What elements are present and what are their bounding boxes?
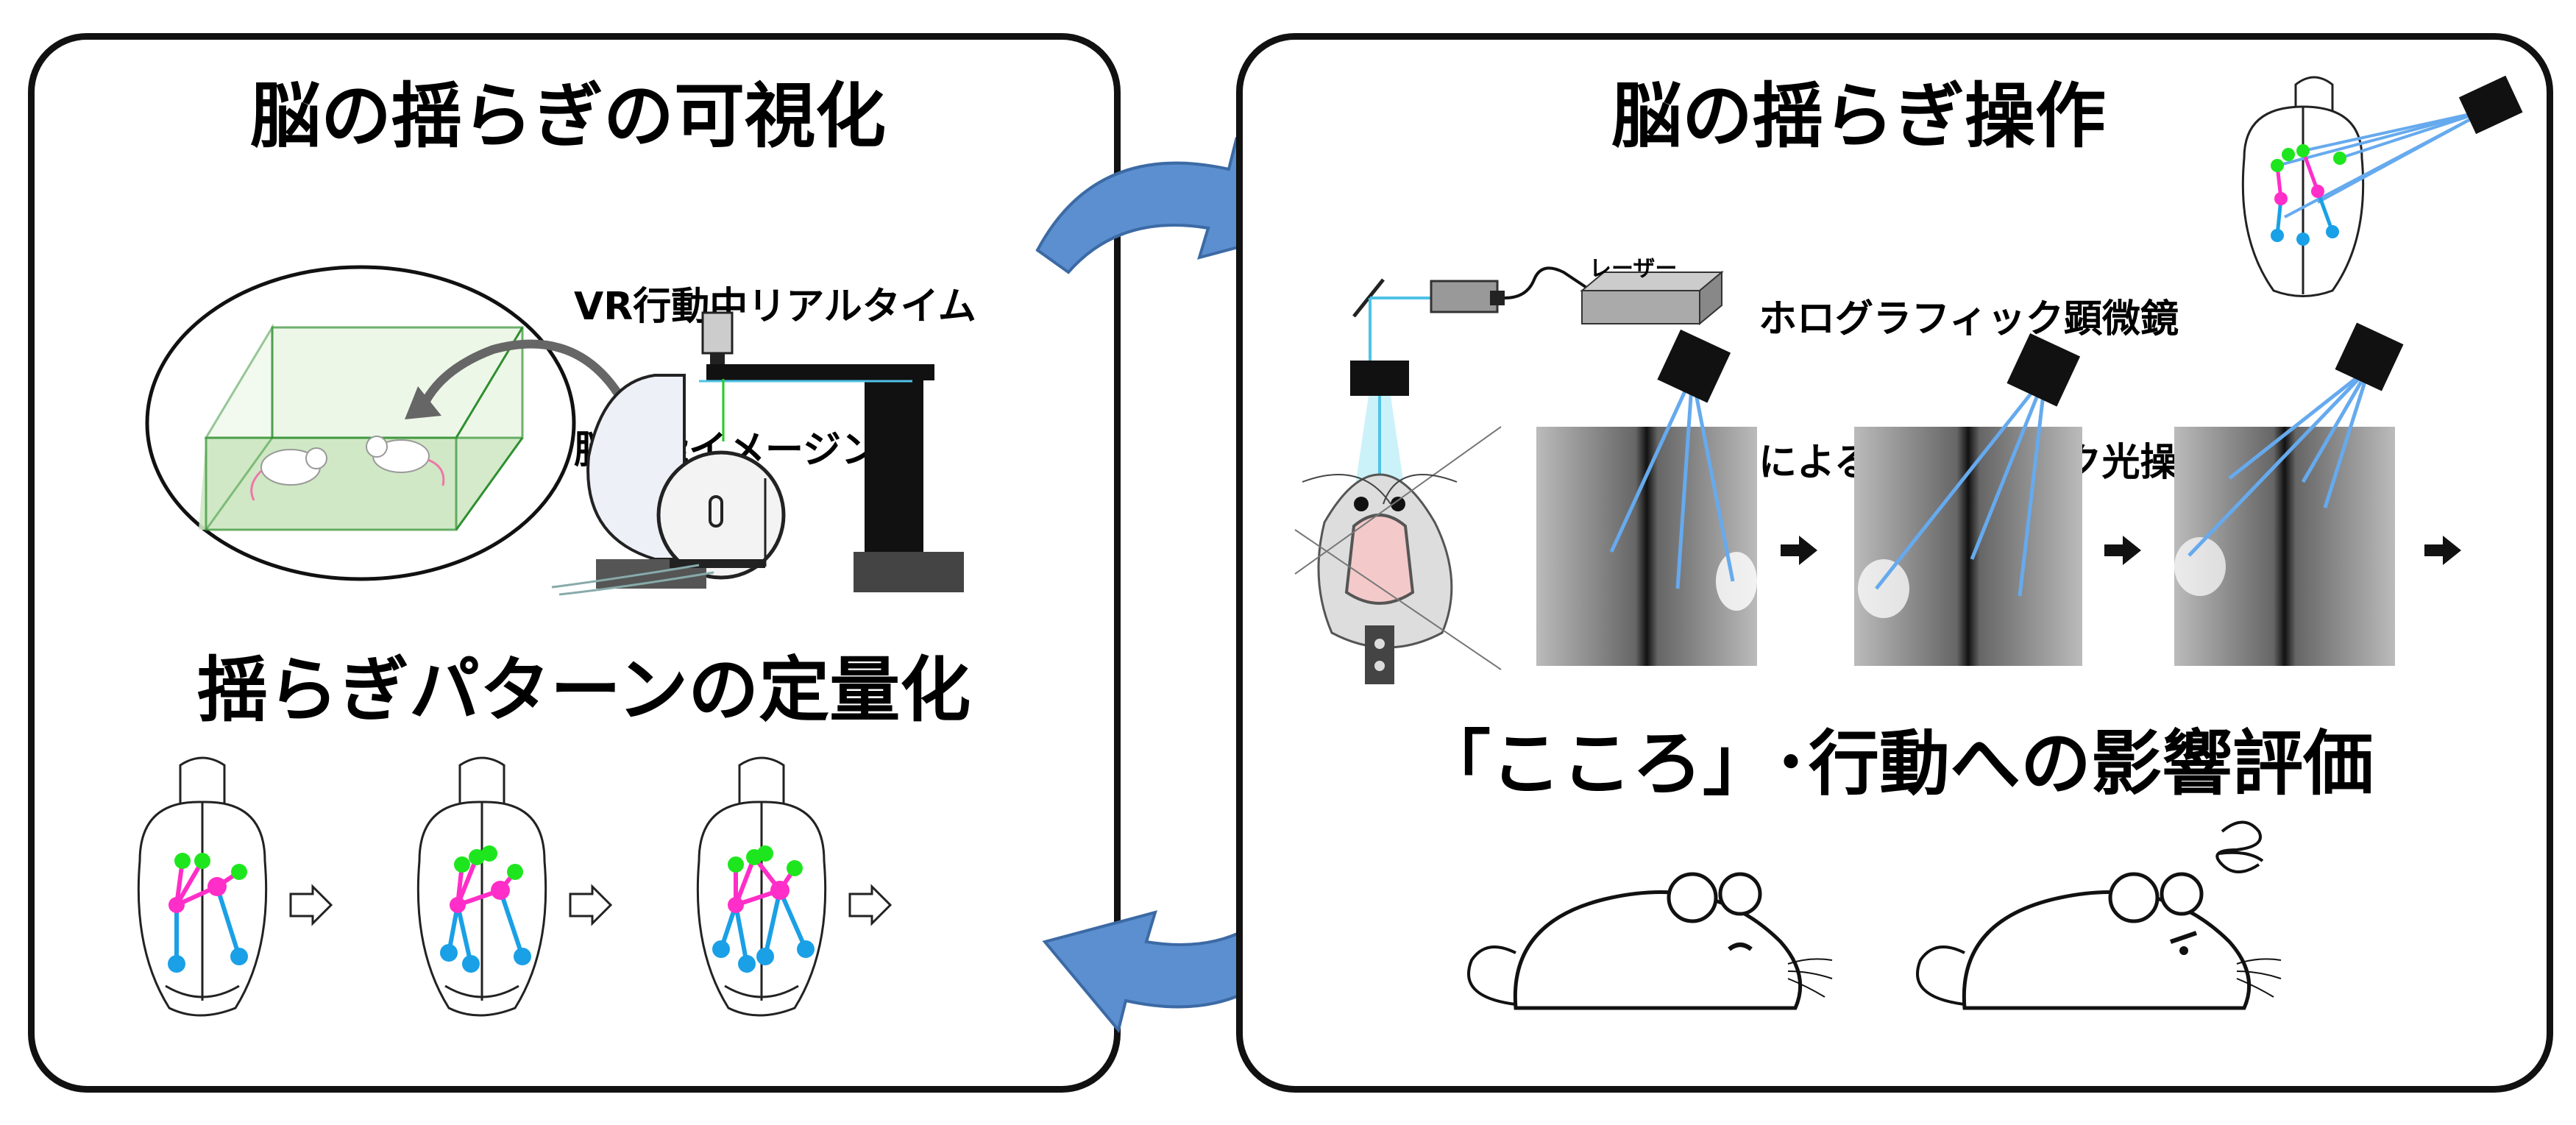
head-fixed-mouse-illustration [1294, 361, 1502, 684]
next-step-arrow-icon [2104, 536, 2141, 565]
visualization-title: 脳の揺らぎの可視化 [250, 75, 886, 157]
agitated-mouse-illustration [1916, 820, 2282, 1010]
activity-map-3 [2174, 322, 2404, 666]
arrow-head-icon [405, 386, 441, 419]
activity-map-sequence [1536, 322, 2461, 666]
laser-setup-illustration [1352, 266, 1724, 383]
projector-icon [2335, 322, 2404, 391]
hologram-label-line-1: ホログラフィック顕微鏡 [1759, 297, 2179, 341]
brain-projection-illustration [2241, 75, 2523, 297]
brain-diagram-3 [696, 756, 827, 1017]
activity-map-2 [1854, 333, 2082, 666]
calm-mouse-illustration [1467, 872, 1833, 1010]
next-step-arrow-icon [2424, 536, 2461, 565]
microscope-rig-illustration [551, 311, 964, 596]
mouse-icon [250, 447, 327, 501]
laser-label: レーザー [1589, 256, 1678, 282]
quantification-title: 揺らぎパターンの定量化 [197, 649, 971, 731]
activity-map-1 [1536, 329, 1757, 666]
brain-diagram-1 [137, 756, 268, 1017]
imaging-label: VR行動中リアルタイム 脳機能イメージング [574, 188, 976, 522]
projector-icon [1657, 329, 1731, 403]
next-step-arrow-icon [569, 884, 613, 926]
next-step-arrow-icon [1781, 536, 1817, 565]
projector-icon [2458, 75, 2523, 135]
evaluation-title: 「こころ」･行動への影響評価 [1420, 723, 2374, 805]
imaging-label-line-1: VR行動中リアルタイム [574, 285, 976, 329]
scribble-stress-icon [2215, 820, 2264, 873]
next-step-arrow-icon [848, 884, 893, 926]
vr-cage-illustration [145, 265, 622, 581]
next-step-arrow-icon [289, 884, 333, 926]
brain-network-sequence [137, 756, 893, 1017]
manipulation-title: 脳の揺らぎ操作 [1611, 75, 2106, 157]
mouse-icon [366, 436, 445, 486]
projector-icon [2006, 333, 2081, 407]
brain-diagram-2 [416, 756, 547, 1017]
